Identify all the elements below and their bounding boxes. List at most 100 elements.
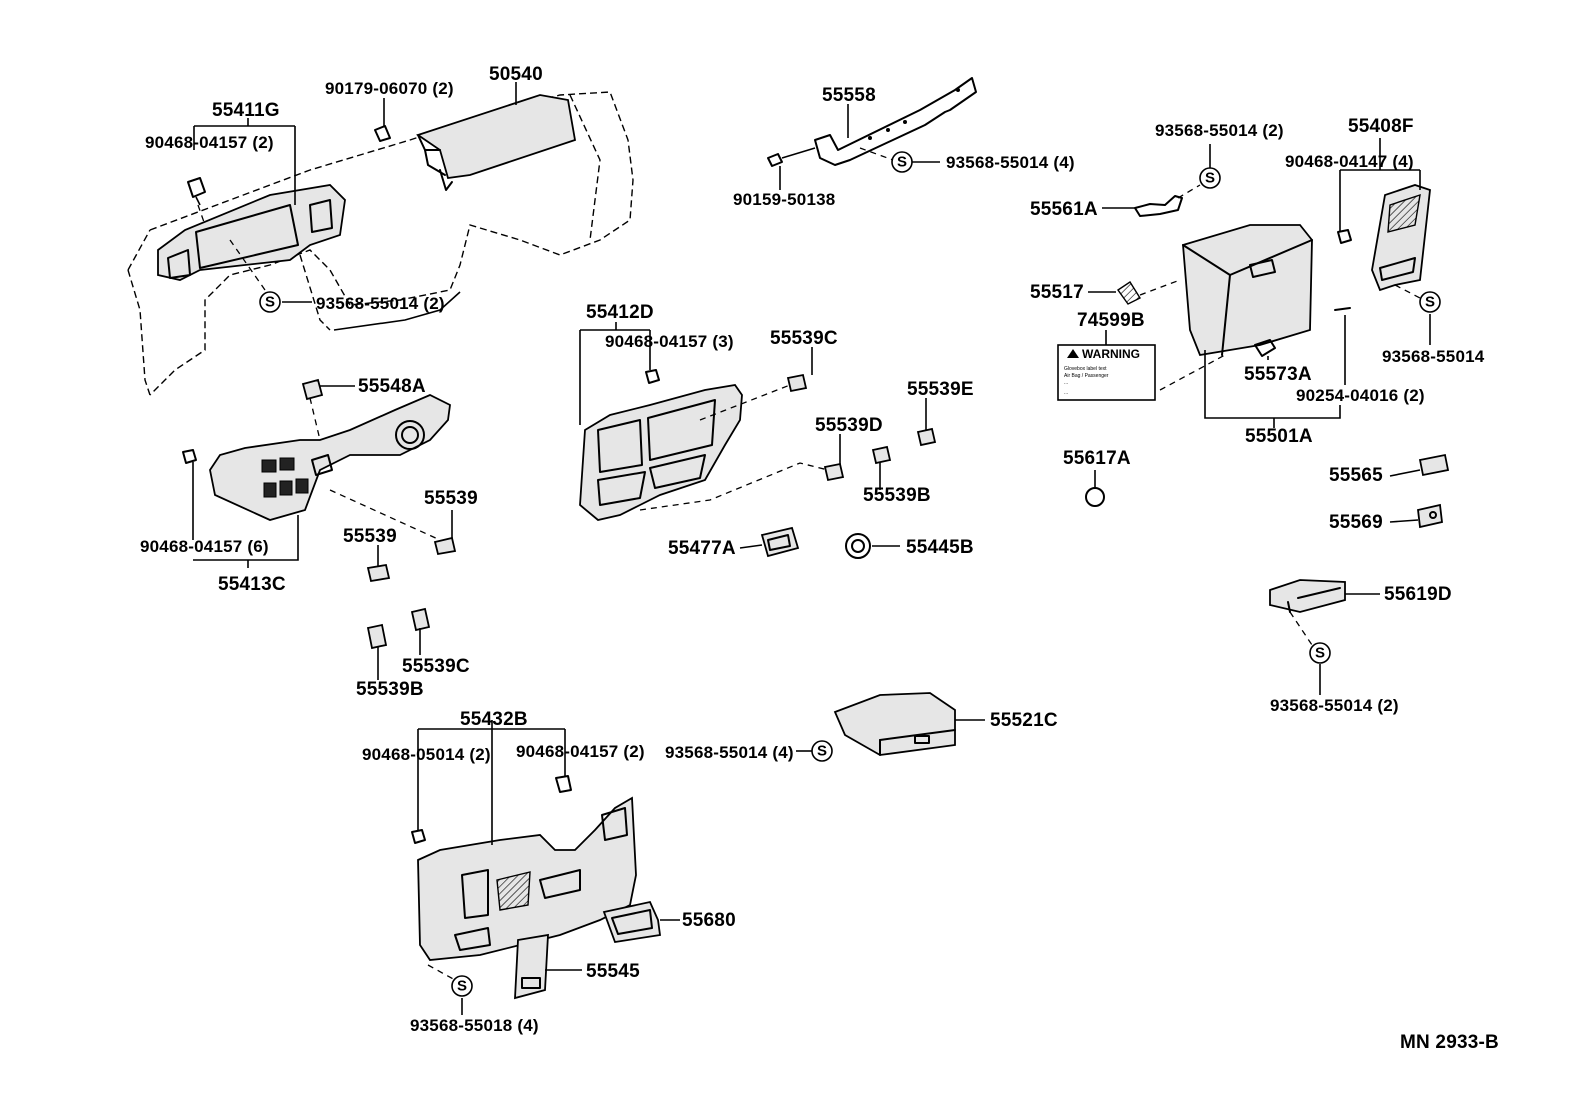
lower-panel-55432B[interactable] — [417, 796, 637, 961]
knob-55445B[interactable] — [845, 533, 871, 559]
stopper-55561A[interactable] — [1134, 195, 1183, 217]
svg-text:S: S — [1425, 294, 1435, 311]
screw-symbol-d: S — [1419, 291, 1441, 313]
label-55501A: 55501A — [1245, 426, 1313, 447]
switch-55539D[interactable] — [823, 462, 845, 482]
svg-text:S: S — [1205, 170, 1215, 187]
label-90468-b: 90468-04157 (6) — [140, 537, 269, 556]
switch-55539-b[interactable] — [366, 563, 391, 583]
cap-55617A[interactable] — [1085, 487, 1105, 507]
label-90468-a: 90468-04157 (2) — [145, 133, 274, 152]
screw-symbol-c: S — [1199, 167, 1221, 189]
clip-90468-04157-b[interactable] — [182, 449, 197, 464]
svg-text:Glovebox label text: Glovebox label text — [1064, 366, 1107, 372]
screw-symbol-a: S — [259, 291, 281, 313]
label-74599B: 74599B — [1077, 310, 1145, 331]
label-55477A: 55477A — [668, 538, 736, 559]
bracket-55558[interactable] — [814, 77, 977, 166]
screw-symbol-f: S — [811, 740, 833, 762]
switch-55539E[interactable] — [916, 427, 937, 447]
svg-text:S: S — [1315, 645, 1325, 662]
label-55408F: 55408F — [1348, 116, 1414, 137]
label-90159: 90159-50138 — [733, 190, 835, 209]
label-55445B: 55445B — [906, 537, 974, 558]
svg-text:S: S — [265, 294, 275, 311]
switch-55539B[interactable] — [871, 445, 892, 465]
hinge-55573A[interactable] — [1254, 339, 1276, 357]
part-labels: 50540 90179-06070 (2) 55411G 90468-04157… — [140, 64, 1499, 1053]
switch-55539C-left[interactable] — [410, 607, 431, 632]
label-55411G: 55411G — [212, 100, 280, 121]
svg-text:...: ... — [1064, 380, 1068, 386]
label-55680: 55680 — [682, 910, 736, 931]
label-55432B: 55432B — [460, 709, 528, 730]
switch-55548A[interactable] — [301, 378, 324, 401]
label-55565: 55565 — [1329, 465, 1383, 486]
holder-55569[interactable] — [1417, 503, 1443, 529]
clip-90468-04157-f[interactable] — [555, 775, 572, 793]
label-93568-e: 93568-55014 (2) — [1270, 696, 1399, 715]
clip-90468-05014[interactable] — [411, 829, 426, 844]
label-55521C: 55521C — [990, 710, 1058, 731]
label-93568-f: 93568-55014 (4) — [665, 743, 794, 762]
svg-text:...: ... — [1064, 390, 1068, 396]
bolt-90159-50138[interactable] — [767, 147, 816, 167]
leader-lines — [192, 82, 1431, 1015]
label-93568-d: 93568-55014 — [1382, 347, 1485, 366]
label-93568-g: 93568-55018 (4) — [410, 1016, 539, 1035]
switch-55539-a[interactable] — [433, 536, 457, 556]
label-55617A: 55617A — [1063, 448, 1131, 469]
diagram-code: MN 2933-B — [1400, 1032, 1499, 1053]
cover-55565[interactable] — [1418, 453, 1450, 477]
label-55539D: 55539D — [815, 415, 883, 436]
svg-text:Air Bag / Passenger: Air Bag / Passenger — [1064, 373, 1109, 379]
label-90468-e: 90468-05014 (2) — [362, 745, 491, 764]
clip-90468-04147[interactable] — [1337, 229, 1352, 244]
clip-90468-04157-a[interactable] — [187, 177, 206, 206]
cluster-finish-panel-55411G[interactable] — [157, 184, 346, 281]
label-55539B: 55539B — [863, 485, 931, 506]
label-55412D: 55412D — [586, 302, 654, 323]
screw-symbol-e: S — [1309, 642, 1331, 664]
label-93568-a: 93568-55014 (2) — [316, 294, 445, 313]
switch-panel-55413C[interactable] — [209, 394, 451, 521]
label-55517: 55517 — [1030, 282, 1084, 303]
label-55619D: 55619D — [1384, 584, 1452, 605]
latch-55517[interactable] — [1117, 281, 1142, 305]
label-55413C: 55413C — [218, 574, 286, 595]
glove-box-door-55408F[interactable] — [1371, 184, 1431, 292]
label-55548A: 55548A — [358, 376, 426, 397]
clip-90468-04157-c[interactable] — [645, 369, 660, 384]
pocket-55680[interactable] — [602, 900, 662, 944]
switch-55539B-left[interactable] — [366, 623, 388, 650]
svg-text:S: S — [457, 978, 467, 995]
label-90468-c: 90468-04157 (3) — [605, 332, 734, 351]
label-55539-b: 55539 — [343, 526, 397, 547]
label-55539B-left: 55539B — [356, 679, 424, 700]
label-55558: 55558 — [822, 85, 876, 106]
tray-55521C[interactable] — [833, 692, 956, 756]
svg-text:S: S — [817, 743, 827, 760]
switch-55539C[interactable] — [786, 373, 808, 393]
warning-label-74599B: WARNING Glovebox label text Air Bag / Pa… — [1057, 344, 1156, 401]
center-cluster-panel-55412D[interactable] — [579, 384, 743, 521]
dashboard-outline — [127, 91, 634, 396]
warning-title: WARNING — [1082, 347, 1140, 361]
label-55545: 55545 — [586, 961, 640, 982]
screw-symbol-g: S — [451, 975, 473, 997]
glove-box-55501A[interactable] — [1182, 224, 1313, 357]
ashtray-55619D[interactable] — [1269, 579, 1346, 613]
label-90468-d: 90468-04147 (4) — [1285, 152, 1414, 171]
label-90179: 90179-06070 (2) — [325, 79, 454, 98]
label-55539-a: 55539 — [424, 488, 478, 509]
pin-90254[interactable] — [1334, 307, 1351, 311]
clip-90179[interactable] — [374, 125, 391, 142]
vent-55477A[interactable] — [760, 526, 800, 558]
label-93568-b: 93568-55014 (4) — [946, 153, 1075, 172]
label-90254: 90254-04016 (2) — [1296, 386, 1425, 405]
label-55539C-left: 55539C — [402, 656, 470, 677]
cover-55545[interactable] — [514, 933, 549, 1000]
glove-compartment-door-50540[interactable] — [415, 94, 577, 191]
